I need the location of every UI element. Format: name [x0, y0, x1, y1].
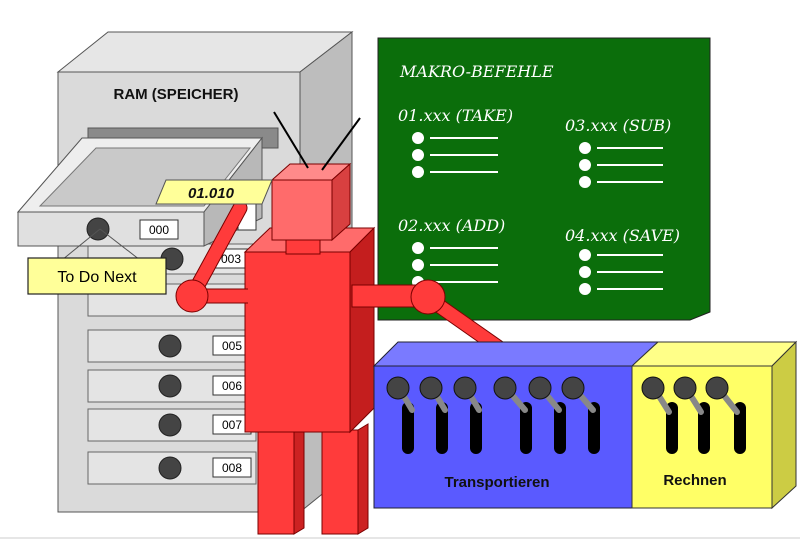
drawer-number: 008	[222, 461, 242, 475]
drawer-number-tag	[139, 219, 179, 240]
lever-knob[interactable]	[673, 376, 697, 400]
bullet-dot	[579, 283, 591, 295]
lever-knob[interactable]	[419, 376, 443, 400]
compute-label: Rechnen	[663, 472, 726, 489]
robot-left-leg	[257, 429, 295, 535]
drawer-number: 007	[222, 418, 242, 432]
lever-knob[interactable]	[386, 376, 410, 400]
lever-slot	[436, 402, 448, 454]
robot-leg-side	[293, 423, 305, 535]
board-title: MAKRO-BEFEHLE	[399, 62, 554, 81]
drawer-knob	[158, 334, 182, 358]
cabinet-title: RAM (SPEICHER)	[113, 86, 238, 103]
compute-levers	[641, 376, 746, 454]
command-sub: 03.xxx (SUB)	[565, 116, 671, 135]
transport-label: Transportieren	[444, 474, 549, 491]
lever-knob[interactable]	[641, 376, 665, 400]
board-panel	[377, 37, 711, 321]
control-console: Transportieren Rechnen	[372, 340, 798, 510]
bullet-dot	[412, 259, 424, 271]
drawer-row-005: 005	[87, 329, 257, 363]
bullet-dot	[579, 266, 591, 278]
todo-label: To Do Next	[57, 269, 137, 286]
drawer-number: 006	[222, 379, 242, 393]
lever-slot	[520, 402, 532, 454]
bullet-list-add	[412, 242, 498, 288]
robot-right-leg	[321, 429, 359, 535]
lever[interactable]	[641, 376, 678, 454]
drawer-row-008: 008	[87, 451, 257, 485]
lever-knob[interactable]	[528, 376, 552, 400]
drawer-row-007: 007	[87, 408, 257, 442]
drawer-knob	[158, 413, 182, 437]
robot-body	[244, 251, 351, 433]
lever[interactable]	[386, 376, 415, 454]
bullet-dot	[579, 176, 591, 188]
bullet-dot	[579, 142, 591, 154]
transport-levers	[386, 376, 600, 454]
lever[interactable]	[453, 376, 482, 454]
lever[interactable]	[673, 376, 710, 454]
command-take: 01.xxx (TAKE)	[398, 106, 513, 125]
bullet-dot	[412, 132, 424, 144]
robot-antenna-right	[321, 117, 361, 171]
lever-knob[interactable]	[453, 376, 477, 400]
robot-left-forearm	[185, 201, 247, 303]
bullet-dot	[412, 149, 424, 161]
drawer-number-tag	[212, 457, 252, 478]
lever-slot	[666, 402, 678, 454]
robot-left-elbow	[175, 279, 209, 313]
bullet-dot	[412, 166, 424, 178]
bullet-dot	[579, 249, 591, 261]
todo-connector	[99, 228, 141, 261]
bullet-dot	[412, 242, 424, 254]
bullet-dot	[579, 159, 591, 171]
command-add: 02.xxx (ADD)	[398, 216, 505, 235]
held-card-text: 01.010	[188, 185, 235, 202]
drawer-row-006: 006	[87, 369, 257, 403]
todo-note: To Do Next	[27, 228, 167, 295]
robot-antenna-left	[273, 111, 309, 169]
bullet-list-take	[412, 132, 498, 178]
lever-slot	[470, 402, 482, 454]
held-card	[155, 179, 273, 205]
robot: 01.010	[155, 111, 513, 535]
compute-panel-side	[771, 340, 797, 510]
lever[interactable]	[493, 376, 532, 454]
robot-right-elbow	[410, 279, 446, 315]
lever[interactable]	[419, 376, 448, 454]
drawer-knob	[158, 456, 182, 480]
lever[interactable]	[561, 376, 600, 454]
lever-knob[interactable]	[705, 376, 729, 400]
todo-box	[27, 257, 167, 295]
compute-panel-top	[630, 341, 798, 367]
drawer-knob	[158, 374, 182, 398]
robot-leg-side	[357, 423, 369, 535]
lever[interactable]	[528, 376, 566, 454]
command-save: 04.xxx (SAVE)	[565, 226, 680, 245]
drawer-number: 005	[222, 339, 242, 353]
lever-knob[interactable]	[561, 376, 585, 400]
lever-knob[interactable]	[493, 376, 517, 400]
transport-panel-top	[372, 341, 660, 367]
bullet-list-save	[579, 249, 663, 295]
lever-slot	[588, 402, 600, 454]
lever[interactable]	[705, 376, 746, 454]
bullet-list-sub	[579, 142, 663, 188]
todo-connector	[61, 228, 101, 261]
lever-slot	[402, 402, 414, 454]
macro-board: MAKRO-BEFEHLE 01.xxx (TAKE) 03.xxx (SUB)…	[377, 37, 711, 321]
robot-body-side	[349, 226, 375, 434]
drawer-number: 003	[221, 252, 241, 266]
drawer-number: 000	[149, 223, 169, 237]
robot-head	[271, 179, 333, 241]
lever-slot	[554, 402, 566, 454]
